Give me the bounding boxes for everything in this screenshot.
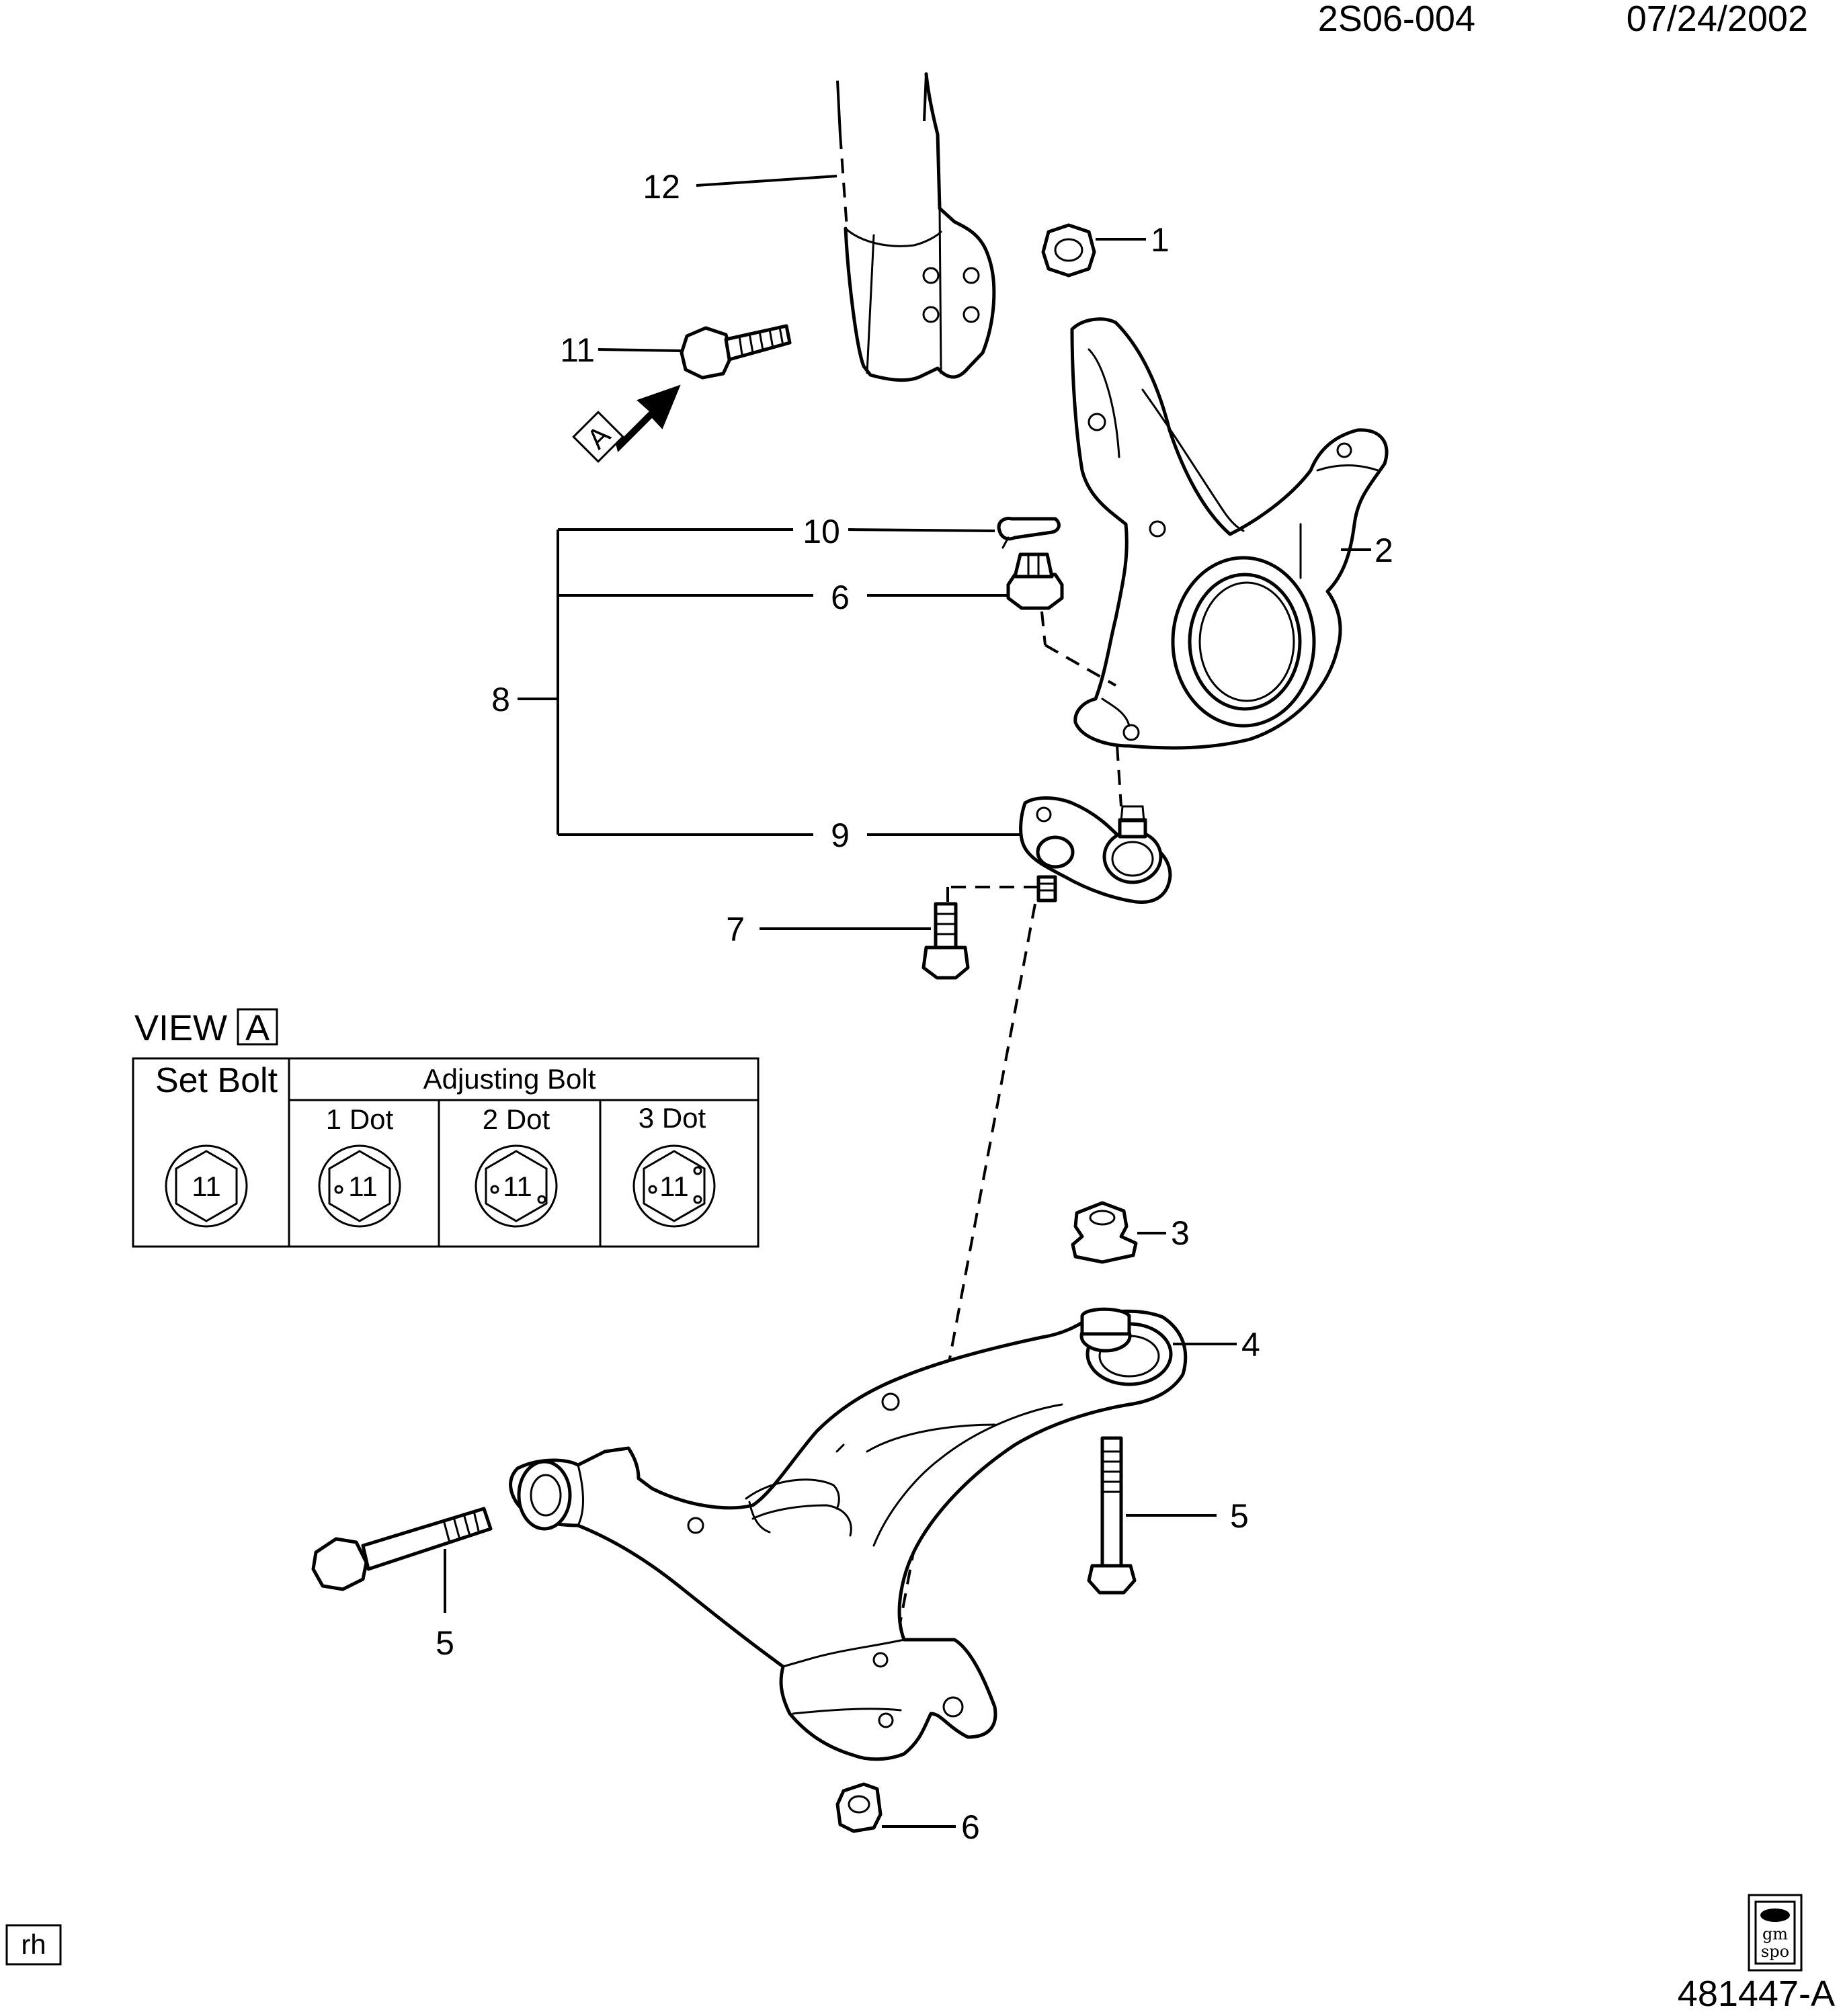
callout-4-label: 4 (1241, 1326, 1260, 1363)
gm-spo-logo-icon: gm spo (1748, 1894, 1803, 1972)
callout-6a-label: 6 (831, 579, 850, 616)
dash-knuckle-to-balljoint (1116, 745, 1122, 807)
hex-head-3-dot-icon: 11 (632, 1144, 716, 1228)
part-6-nut-lower (835, 1782, 883, 1833)
part-12-strut-bracket (836, 72, 996, 382)
part-5-bolt-vertical (1087, 1436, 1137, 1595)
callout-5a: 5 (436, 1549, 454, 1662)
callout-8-bracket: 10 6 9 8 (491, 513, 1022, 854)
callout-5b-label: 5 (1230, 1497, 1249, 1535)
1-dot-marking: 11 (348, 1171, 378, 1202)
part-4-lower-control-arm (509, 1307, 1188, 1761)
callout-10-label: 10 (803, 513, 840, 550)
side-label-box: rh (5, 1924, 62, 1966)
part-5-bolt-horizontal (311, 1507, 493, 1591)
figure-id: 481447-A (1678, 1974, 1835, 2014)
dash-nut-to-knuckle-2 (1045, 644, 1116, 687)
col-2-dot-label: 2 Dot (483, 1103, 550, 1135)
dash-balljoint-to-arm (880, 903, 1036, 1721)
part-1-nut (1041, 223, 1096, 278)
3-dot-marking: 11 (659, 1171, 689, 1202)
logo-text-spo: spo (1761, 1942, 1789, 1961)
view-letter: A (245, 1008, 270, 1048)
diagram-code: 2S06-004 (1318, 0, 1475, 39)
bolt-id-table: Set Bolt Adjusting Bolt 1 Dot 2 Dot 3 Do… (132, 1057, 760, 1248)
callout-8-label: 8 (491, 681, 510, 718)
part-10-cotter-pin (997, 517, 1061, 549)
hex-head-set-bolt-icon: 11 (165, 1144, 248, 1228)
view-title: VIEW (134, 1008, 227, 1048)
callout-11: 11 (560, 331, 682, 369)
hex-head-1-dot-icon: 11 (318, 1144, 401, 1228)
logo-text-gm: gm (1762, 1925, 1788, 1943)
arrow-icon: A (572, 384, 681, 463)
callout-6b-label: 6 (961, 1808, 980, 1846)
callout-5b: 5 (1126, 1497, 1249, 1535)
part-2-steering-knuckle (1070, 317, 1389, 750)
adjusting-bolt-header: Adjusting Bolt (423, 1063, 596, 1095)
set-bolt-header: Set Bolt (155, 1061, 278, 1100)
col-3-dot-label: 3 Dot (639, 1102, 706, 1134)
set-bolt-marking: 11 (192, 1171, 221, 1202)
diagram-date: 07/24/2002 (1627, 0, 1808, 39)
callout-9-label: 9 (831, 816, 850, 854)
part-3-nut (1071, 1201, 1138, 1264)
part-11-bolt (680, 324, 792, 380)
callout-4: 4 (1173, 1326, 1260, 1363)
part-9-ball-joint (1019, 796, 1172, 905)
callout-12-label: 12 (643, 168, 680, 206)
callout-12: 12 (643, 168, 837, 206)
2-dot-marking: 11 (503, 1171, 532, 1202)
view-a-section: VIEW A (134, 1008, 278, 1048)
callout-7-label: 7 (726, 911, 745, 948)
part-7-bolt (922, 902, 970, 980)
callout-1: 1 (1096, 221, 1170, 259)
callout-2: 2 (1341, 532, 1393, 569)
callout-2-label: 2 (1375, 532, 1393, 569)
col-1-dot-label: 1 Dot (326, 1103, 394, 1135)
callout-5a-label: 5 (436, 1624, 454, 1662)
hex-head-2-dot-icon: 11 (475, 1144, 558, 1228)
side-label: rh (21, 1929, 46, 1960)
dash-nut-to-knuckle (1040, 611, 1047, 646)
callout-7: 7 (726, 911, 931, 948)
callout-11-label: 11 (560, 331, 595, 369)
callout-3-label: 3 (1171, 1214, 1190, 1252)
callout-1-label: 1 (1151, 221, 1170, 259)
callout-6b: 6 (882, 1808, 980, 1846)
callout-3: 3 (1137, 1214, 1190, 1252)
part-6-castle-nut-upper (1006, 552, 1064, 610)
